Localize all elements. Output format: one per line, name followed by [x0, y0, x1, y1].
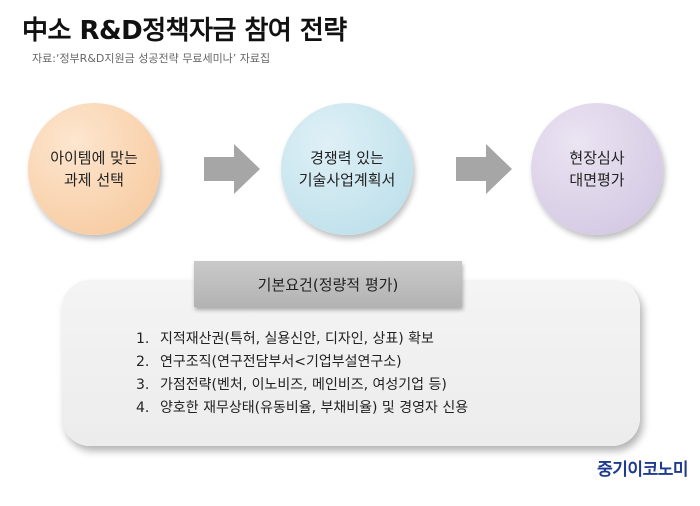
list-item: 3. 가점전략(벤처, 이노비즈, 메인비즈, 여성기업 등) — [136, 374, 468, 397]
brand-logo: 중기이코노미 — [597, 460, 688, 480]
right-arrow-icon — [456, 144, 512, 194]
item-number: 2. — [136, 354, 150, 370]
requirements-panel — [62, 280, 640, 446]
item-number: 1. — [136, 331, 150, 347]
item-text: 가점전략(벤처, 이노비즈, 메인비즈, 여성기업 등) — [160, 377, 447, 393]
item-text: 양호한 재무상태(유동비율, 부채비율) 및 경영자 신용 — [160, 400, 469, 416]
item-text: 연구조직(연구전담부서<기업부설연구소) — [160, 354, 402, 370]
page-title: 中소 R&D정책자금 참여 전략 — [22, 16, 347, 46]
list-item: 1. 지적재산권(특허, 실용신안, 디자인, 상표) 확보 — [136, 328, 468, 351]
step-label: 경쟁력 있는 기술사업계획서 — [298, 149, 396, 189]
step-label: 아이템에 맞는 과제 선택 — [50, 149, 138, 189]
right-arrow-icon — [204, 144, 260, 194]
step-circle-item-selection: 아이템에 맞는 과제 선택 — [28, 103, 160, 235]
item-number: 3. — [136, 377, 150, 393]
requirements-list: 1. 지적재산권(특허, 실용신안, 디자인, 상표) 확보 2. 연구조직(연구전… — [136, 328, 468, 420]
step-circle-business-plan: 경쟁력 있는 기술사업계획서 — [281, 103, 413, 235]
item-text: 지적재산권(특허, 실용신안, 디자인, 상표) 확보 — [160, 331, 434, 347]
step-circle-onsite-evaluation: 현장심사 대면평가 — [531, 103, 663, 235]
source-caption: 자료:‘정부R&D지원금 성공전략 무료세미나’ 자료집 — [32, 52, 271, 65]
step-label: 현장심사 대면평가 — [569, 149, 625, 189]
list-item: 4. 양호한 재무상태(유동비율, 부채비율) 및 경영자 신용 — [136, 397, 468, 420]
item-number: 4. — [136, 400, 150, 416]
list-item: 2. 연구조직(연구전담부서<기업부설연구소) — [136, 351, 468, 374]
requirements-header: 기본요건(정량적 평가) — [194, 261, 462, 307]
